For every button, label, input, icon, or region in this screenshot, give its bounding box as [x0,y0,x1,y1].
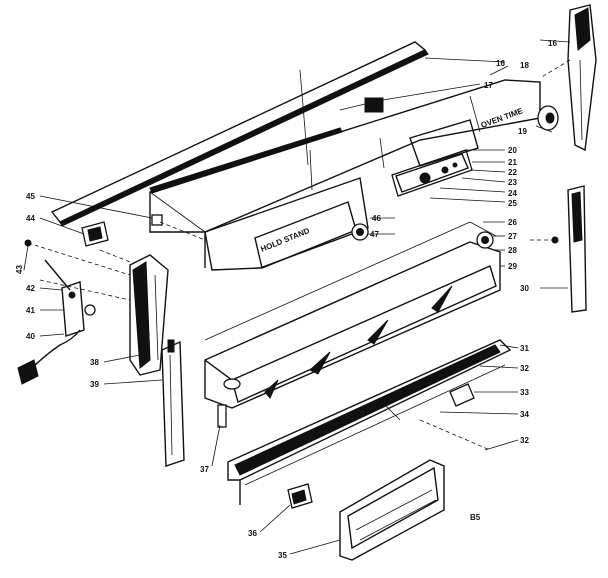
bracket-small [151,214,163,226]
callout-29: 29 [508,262,517,271]
callout-38: 38 [90,358,99,367]
callout-21: 21 [508,158,517,167]
callout-28: 28 [508,246,517,255]
callout-24: 24 [508,189,517,198]
callout-36: 36 [248,529,257,538]
right-side-bracket-lower [551,185,587,313]
callout-30: 30 [520,284,529,293]
callout-47: 47 [370,230,379,239]
callout-labels: 16 16 17 18 19 20 21 22 23 24 25 26 27 2… [15,39,557,560]
callout-43: 43 [15,265,24,274]
callout-27: 27 [508,232,517,241]
callout-37: 37 [200,465,209,474]
left-end-cap [129,254,169,376]
right-side-bracket-top [567,4,597,152]
callout-23: 23 [508,178,517,187]
callout-44: 44 [26,214,35,223]
wire-harness [17,239,96,385]
callout-16-top: 16 [496,59,505,68]
top-trim-strip [50,41,429,227]
callout-34: 34 [520,410,529,419]
callout-46: 46 [372,214,381,223]
end-bracket-small [217,404,227,428]
callout-32-upper: 32 [520,364,529,373]
callout-22: 22 [508,168,517,177]
callout-40: 40 [26,332,35,341]
svg-text:HOLD STAND: HOLD STAND [259,226,311,254]
callout-35: 35 [278,551,287,560]
handle-trim [339,459,445,561]
front-control-panel [204,221,501,409]
callout-17: 17 [484,81,493,90]
terminal-block [81,221,109,247]
control-panel-lower: HOLD STAND [204,177,369,271]
callout-18: 18 [520,61,529,70]
callout-16-right: 16 [548,39,557,48]
callout-42: 42 [26,284,35,293]
dashed-leaders [27,59,571,451]
callout-26: 26 [508,218,517,227]
knob-right [537,105,559,131]
callout-25: 25 [508,199,517,208]
leader-lines [23,39,571,555]
callout-31: 31 [520,344,529,353]
switch-component [339,97,384,113]
callout-20: 20 [508,146,517,155]
callout-41: 41 [26,306,35,315]
callout-39: 39 [90,380,99,389]
callout-33: 33 [520,388,529,397]
rocker-switch [287,483,313,509]
callout-45: 45 [26,192,35,201]
figure-code: B5 [470,513,481,522]
callout-32-lower: 32 [520,436,529,445]
clip-bracket [449,383,475,407]
callout-19: 19 [518,127,527,136]
lower-trim-rail [227,339,512,505]
left-lower-bracket [161,339,185,467]
